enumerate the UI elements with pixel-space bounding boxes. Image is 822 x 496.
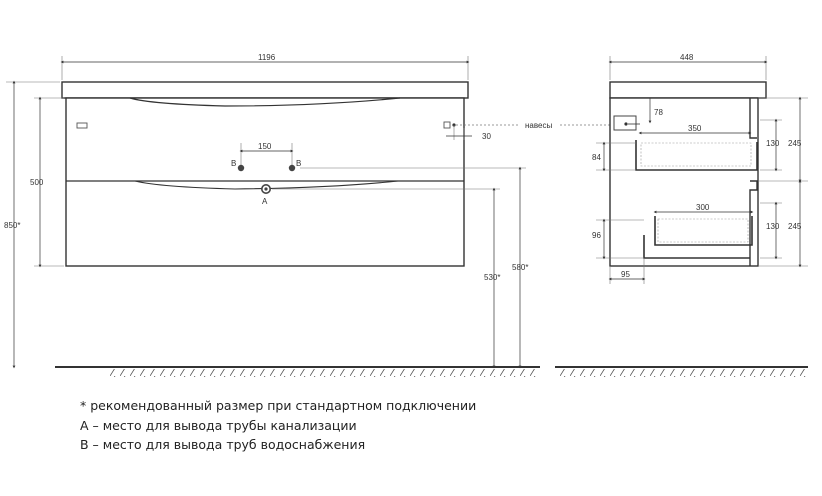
dim-height-500: 500 [30, 178, 44, 187]
dim-height-580: 580* [512, 263, 528, 272]
dim-height-850: 850* [4, 221, 20, 230]
floor-hatch-front [110, 369, 540, 377]
dim-84: 84 [592, 153, 601, 162]
countertop-front [61, 81, 469, 99]
dim-300: 300 [696, 203, 710, 212]
front-view: навесы 30 1196 850* 500 150 B B A [4, 53, 612, 377]
dim-pipe-spacing-150: 150 [258, 142, 272, 151]
label-pipe-b-left: B [231, 159, 236, 168]
side-view: 448 78 350 84 300 96 [555, 53, 808, 377]
label-hangers: навесы [525, 121, 552, 130]
label-pipe-b-right: B [296, 159, 301, 168]
dim-130-top: 130 [766, 139, 780, 148]
label-pipe-a: A [262, 197, 268, 206]
dim-245-top: 245 [788, 139, 802, 148]
note-pipe-a: А – место для вывода трубы канализации [80, 418, 357, 433]
dim-height-530: 530* [484, 273, 500, 282]
dim-offset-30: 30 [482, 132, 491, 141]
pipe-b-right [288, 164, 296, 172]
dim-96: 96 [592, 231, 601, 240]
dim-78: 78 [654, 108, 663, 117]
note-pipe-b: В – место для вывода труб водоснабжения [80, 437, 366, 452]
cabinet-body-front [65, 97, 465, 267]
dim-depth-448: 448 [680, 53, 694, 62]
floor-hatch-side [560, 369, 808, 377]
dim-245-bottom: 245 [788, 222, 802, 231]
basin-curve-upper [129, 97, 401, 107]
hanger-mark-left [76, 122, 88, 129]
dim-130-bottom: 130 [766, 222, 780, 231]
pipe-b-left [237, 164, 245, 172]
back-wall-profile [749, 98, 758, 266]
dim-width-1196: 1196 [258, 53, 276, 62]
dim-95: 95 [621, 270, 630, 279]
note-recommended: * рекомендованный размер при стандартном… [80, 398, 477, 413]
basin-curve-lower [134, 180, 399, 190]
dim-350: 350 [688, 124, 702, 133]
upper-drawer-profile [635, 140, 758, 171]
hanger-mark-right [443, 121, 451, 129]
countertop-side [609, 81, 767, 99]
